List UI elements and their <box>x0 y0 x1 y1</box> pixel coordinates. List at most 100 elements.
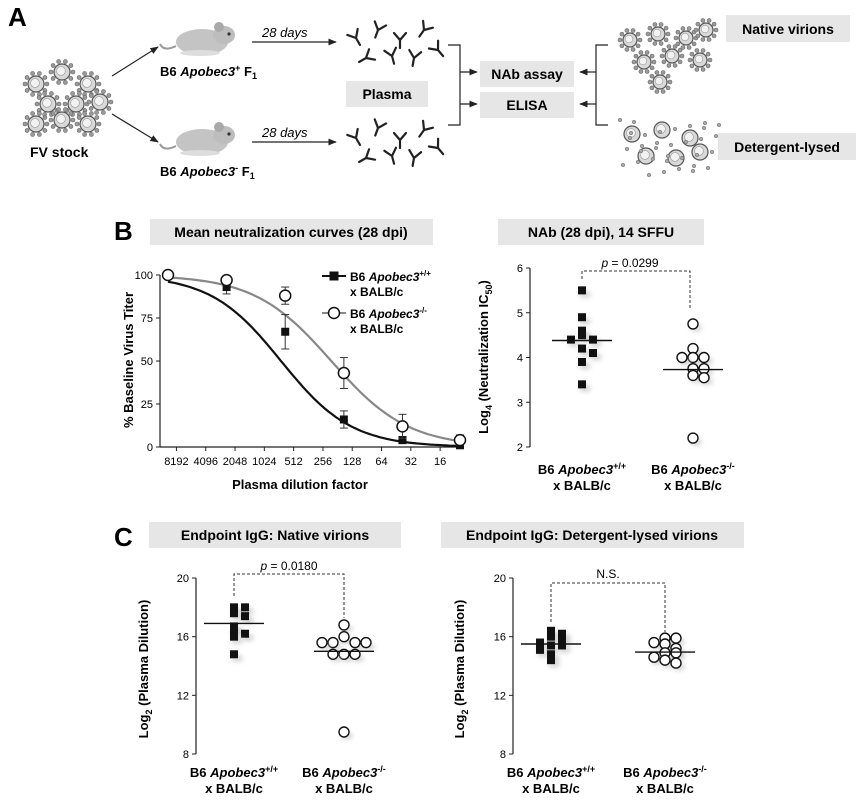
spike-icon <box>63 128 68 133</box>
spike-icon <box>660 89 666 94</box>
nab-group-label-wt-line2: x BALB/c <box>553 478 611 493</box>
debris-icon <box>631 119 637 125</box>
spike-icon <box>56 59 61 64</box>
data-point-ko <box>670 632 682 644</box>
lysed-virion-icon <box>667 149 685 167</box>
spike-icon <box>659 53 665 59</box>
native-virions <box>617 18 719 94</box>
y-tick-label: 2 <box>517 442 523 454</box>
spike-icon <box>675 29 681 35</box>
spike-icon <box>700 67 706 72</box>
spike-icon <box>677 47 683 53</box>
spike-icon <box>50 63 56 68</box>
core-icon <box>30 118 40 128</box>
debris-icon <box>650 156 656 162</box>
y-tick-label: 8 <box>500 749 506 761</box>
virion-icon <box>22 71 50 97</box>
spike-icon <box>686 26 692 31</box>
core-icon <box>30 78 40 88</box>
spike-icon <box>70 117 76 123</box>
antibody-icon <box>392 31 408 50</box>
fv-stock-label: FV stock <box>30 144 89 160</box>
debris-icon <box>638 148 644 154</box>
spike-icon <box>617 37 623 43</box>
virion-icon <box>22 111 50 137</box>
antibody-icon <box>408 48 423 67</box>
neutralization-ylabel: % Baseline Virus Titer <box>121 292 136 428</box>
data-point-ko <box>453 433 467 447</box>
spike-icon <box>649 65 655 71</box>
data-point-wt <box>281 327 290 336</box>
spike-icon <box>689 51 695 57</box>
spike-icon <box>706 37 712 42</box>
spike-icon <box>694 48 700 53</box>
spike-icon <box>665 85 671 91</box>
spike-icon <box>711 21 717 27</box>
lysed-group-label-wt: B6 Apobec3+/+ <box>507 764 595 780</box>
spike-icon <box>89 132 94 137</box>
debris-icon <box>694 152 700 158</box>
debris-icon <box>716 122 722 128</box>
igg-native-pvalue: p = 0.0180 <box>259 559 317 573</box>
antibody-icon <box>357 48 377 64</box>
panel-b-letter: B <box>114 216 133 246</box>
y-tick-label: 12 <box>494 690 506 702</box>
data-point-wt <box>578 286 586 295</box>
debris-icon <box>665 153 671 159</box>
spike-icon <box>94 89 99 94</box>
spike-icon <box>48 117 54 123</box>
debris-icon <box>691 163 697 169</box>
debris-icon <box>679 155 685 161</box>
spike-icon <box>76 128 82 133</box>
spike-icon <box>24 75 30 80</box>
debris-icon <box>624 146 630 152</box>
spike-icon <box>672 44 678 49</box>
data-point-ko <box>338 619 350 631</box>
debris-icon <box>639 143 645 149</box>
spike-icon <box>96 81 102 87</box>
lysed-virion-icon <box>653 121 671 139</box>
antibody-icon <box>418 119 435 138</box>
core-icon <box>42 98 52 108</box>
spike-icon <box>672 63 678 68</box>
antibody-icon <box>383 46 398 65</box>
nab-group-label-wt: B6 Apobec3+/+ <box>538 461 626 477</box>
virion-icon <box>617 28 643 52</box>
igg-native-significance-bracket <box>233 573 345 618</box>
debris-icon <box>627 135 633 141</box>
spike-icon <box>638 69 644 74</box>
virion-icon <box>645 22 671 46</box>
igg-lysed-ylabel: Log2 (Plasma Dilution) <box>452 600 470 739</box>
core-icon <box>694 54 704 64</box>
spike-icon <box>686 45 692 50</box>
spike-icon <box>680 26 686 31</box>
core-icon <box>640 150 650 160</box>
core-icon <box>680 32 690 42</box>
mouse-icon-minus <box>159 122 235 156</box>
debris-icon <box>705 165 711 171</box>
curve-line-wt <box>167 280 461 447</box>
bracket-left <box>448 44 461 126</box>
arrow-to-apobec3-plus <box>111 46 159 77</box>
debris-icon <box>642 132 648 138</box>
debris-icon <box>701 125 707 131</box>
spike-icon <box>638 50 644 55</box>
spike-icon <box>630 47 636 52</box>
data-point-wt <box>558 641 566 650</box>
spike-icon <box>680 45 686 50</box>
debris-icon <box>646 172 652 178</box>
fv-stock-virions <box>22 59 114 137</box>
nab-ylabel: Log4 (Neutralization IC50) <box>476 280 494 434</box>
spike-icon <box>22 121 28 127</box>
spike-icon <box>106 93 112 98</box>
lysed-title-box <box>441 522 744 548</box>
data-point-wt <box>230 625 238 634</box>
native-group-label-ko-line2: x BALB/c <box>315 781 373 796</box>
spike-icon <box>94 115 100 120</box>
data-point-wt <box>547 632 555 641</box>
data-point-wt <box>547 641 555 650</box>
core-icon <box>666 50 676 60</box>
data-point-wt <box>578 344 586 353</box>
